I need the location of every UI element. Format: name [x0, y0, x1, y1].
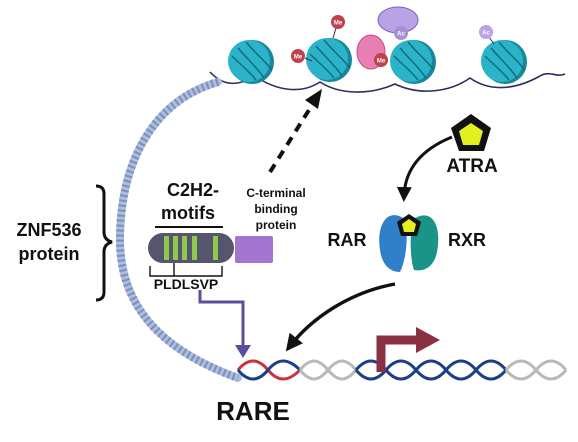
- nucleosome-icon: [306, 38, 352, 82]
- nucleosome-icon: [390, 40, 436, 84]
- motif-sequence-bracket: [149, 263, 223, 277]
- svg-text:Ac: Ac: [397, 32, 405, 38]
- atra-molecule-icon: [451, 114, 491, 151]
- dashed-arrow-head: [305, 89, 322, 109]
- dna-helix-end: [504, 359, 568, 381]
- c2h2-motifs-label-2: motifs: [161, 203, 215, 223]
- c2h2-motifs-label: C2H2-: [167, 180, 219, 200]
- ctbp-label-3: protein: [256, 218, 297, 232]
- znf536-protein-body: [148, 233, 234, 263]
- dna-loop-texture: [115, 78, 240, 382]
- dna-loop: [115, 78, 242, 382]
- methyl-mark-icon: Me: [374, 53, 388, 67]
- ctbp-protein-body: [235, 236, 273, 263]
- svg-text:Ac: Ac: [482, 31, 490, 37]
- protein-name-label-2: protein: [19, 244, 80, 264]
- receptor-to-rare-arrow: [285, 282, 396, 352]
- rar-label: RAR: [328, 230, 367, 250]
- znf-to-rare-arrow-head: [235, 345, 251, 358]
- ctbp-label-2: binding: [254, 202, 297, 216]
- svg-text:Me: Me: [334, 21, 343, 27]
- motif-sequence-label: PLDLSVP: [154, 276, 219, 292]
- znf-to-rare-arrow: [198, 290, 245, 346]
- rare-label: RARE: [216, 396, 290, 426]
- atra-bound-core: [402, 219, 416, 232]
- acetyl-mark-icon: Ac: [394, 26, 408, 40]
- svg-text:Me: Me: [377, 59, 386, 65]
- nucleosome-icon: [481, 40, 527, 84]
- rxr-label: RXR: [448, 230, 486, 250]
- acetyl-mark-icon: Ac: [479, 25, 495, 45]
- svg-text:Me: Me: [294, 55, 303, 61]
- dna-helix-spacer: [298, 359, 358, 381]
- dna-helix-icon: [236, 359, 302, 381]
- protein-name-label: ZNF536: [16, 220, 81, 240]
- protein-bracket: [95, 184, 113, 302]
- nucleosome-icon: [228, 40, 274, 84]
- repression-dashed-arrow: [268, 100, 316, 174]
- methyl-mark-icon: Me: [291, 49, 313, 63]
- atra-to-receptor-arrow: [396, 135, 453, 202]
- methyl-mark-icon: Me: [331, 15, 345, 39]
- ctbp-label: C-terminal: [246, 186, 305, 200]
- transcription-arrow-icon: [376, 327, 440, 372]
- atra-label: ATRA: [446, 156, 498, 177]
- rar-rxr-heterodimer: [379, 214, 439, 272]
